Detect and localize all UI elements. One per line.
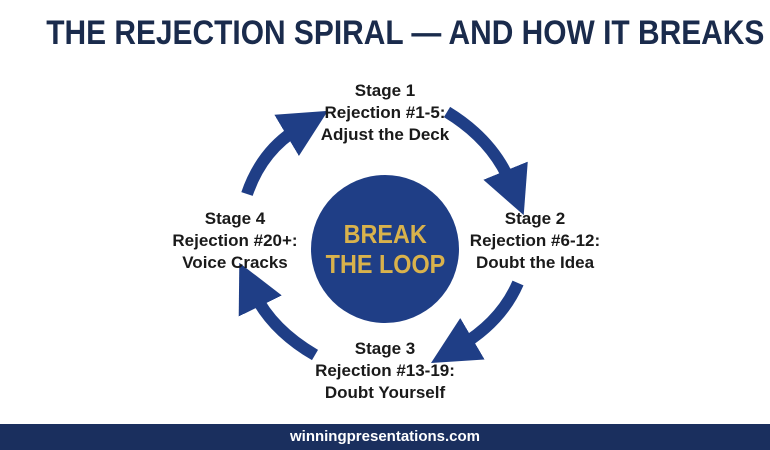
- stage-1-range: Rejection #1-5:: [324, 103, 446, 122]
- stage-2-label: Stage 2 Rejection #6-12: Doubt the Idea: [460, 208, 610, 274]
- stage-2-range: Rejection #6-12:: [469, 231, 601, 250]
- stage-4-label: Stage 4 Rejection #20+: Voice Cracks: [160, 208, 310, 274]
- stage-3-name: Stage 3: [354, 339, 416, 358]
- stage-2-name: Stage 2: [504, 209, 566, 228]
- arrow-stage3-to-stage4: [238, 262, 319, 361]
- center-line-1: BREAK: [343, 219, 427, 249]
- center-line-2: THE LOOP: [325, 249, 445, 279]
- stage-4-name: Stage 4: [204, 209, 266, 228]
- page-title: THE REJECTION SPIRAL — AND HOW IT BREAKS: [46, 14, 765, 52]
- stage-4-range: Rejection #20+:: [172, 231, 298, 250]
- arrow-stage2-to-stage3: [431, 280, 524, 363]
- stage-1-action: Adjust the Deck: [320, 125, 450, 144]
- stage-2-action: Doubt the Idea: [475, 253, 595, 272]
- stage-3-label: Stage 3 Rejection #13-19: Doubt Yourself: [305, 338, 465, 404]
- arrow-stage4-to-stage1: [241, 110, 328, 197]
- stage-3-action: Doubt Yourself: [324, 383, 446, 402]
- stage-3-range: Rejection #13-19:: [315, 361, 455, 380]
- stage-4-action: Voice Cracks: [182, 253, 288, 272]
- stage-1-label: Stage 1 Rejection #1-5: Adjust the Deck: [310, 80, 460, 146]
- break-the-loop-circle: BREAK THE LOOP: [311, 175, 459, 323]
- arrow-stage1-to-stage2: [443, 106, 528, 216]
- stage-1-name: Stage 1: [354, 81, 416, 100]
- footer-url: winningpresentations.com: [289, 428, 481, 445]
- footer-bar: winningpresentations.com: [0, 424, 770, 450]
